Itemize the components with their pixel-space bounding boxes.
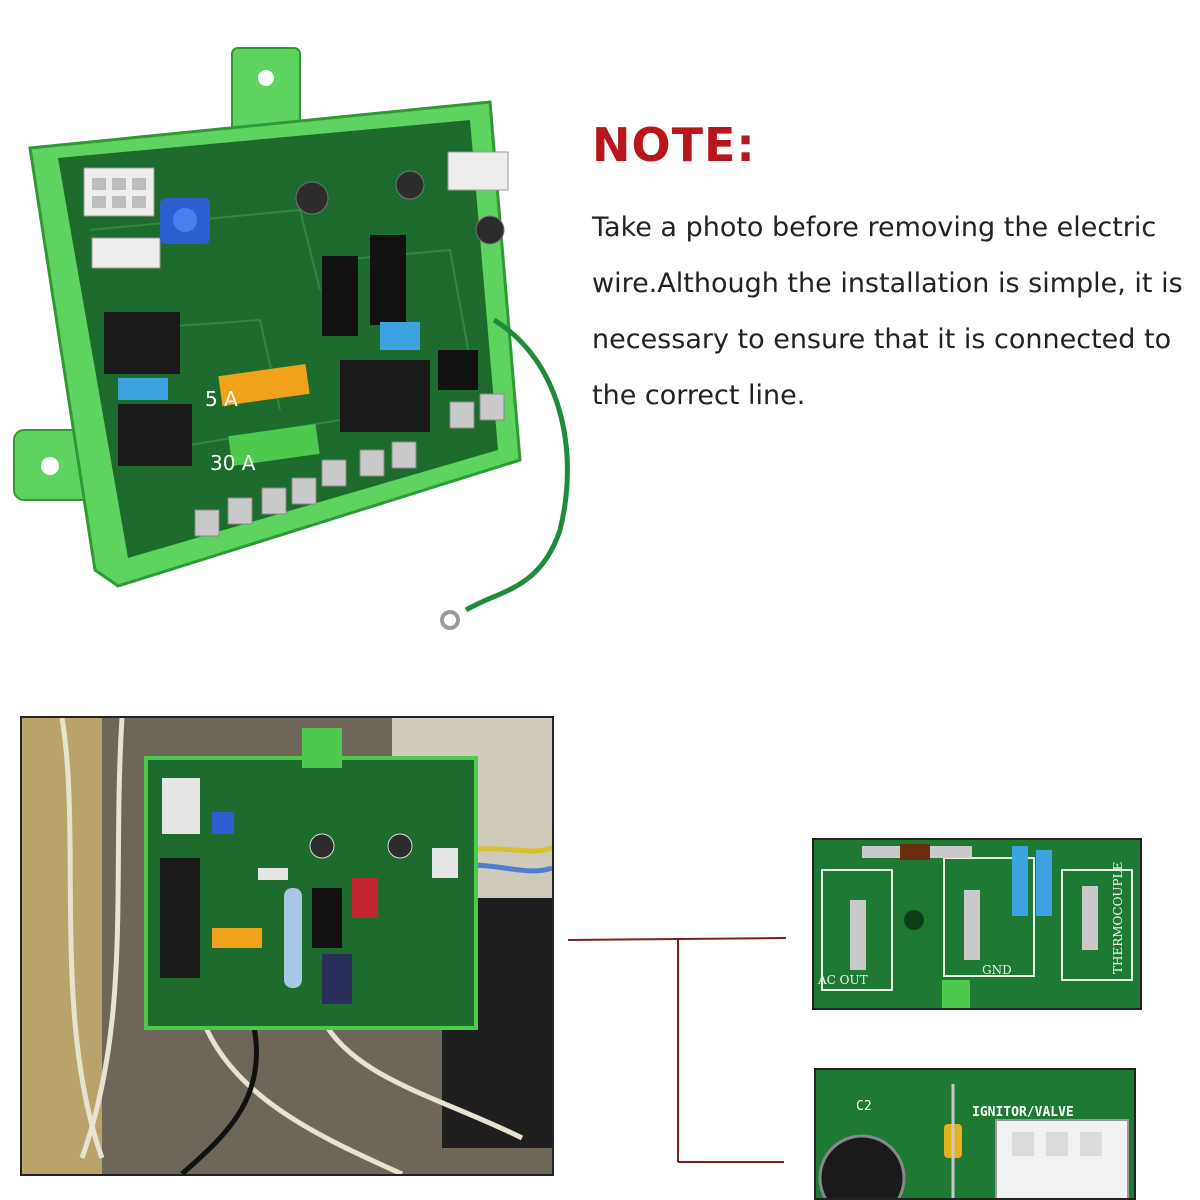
closeup-ac-out-gnd: AC OUT GND THERMOCOUPLE [812,838,1142,1010]
label-ac-out: AC OUT [817,973,868,987]
note-body: Take a photo before removing the electri… [592,212,1183,411]
label-ignitor-valve: IGNITOR/VALVE [972,1105,1074,1120]
connector-lines [567,937,787,1163]
label-c2: C2 [856,1099,872,1114]
control-board-photo: 5 A 30 A [13,47,570,630]
fuse-30a-label: 30 A [210,451,256,475]
installed-board-photo [20,716,554,1176]
note-title: NOTE: [592,118,756,172]
fuse-5a-label: 5 A [205,387,238,411]
label-thermocouple: THERMOCOUPLE [1111,862,1125,974]
label-gnd: GND [982,963,1012,977]
closeup-ignitor-valve: C2 IGNITOR/VALVE [814,1068,1136,1200]
